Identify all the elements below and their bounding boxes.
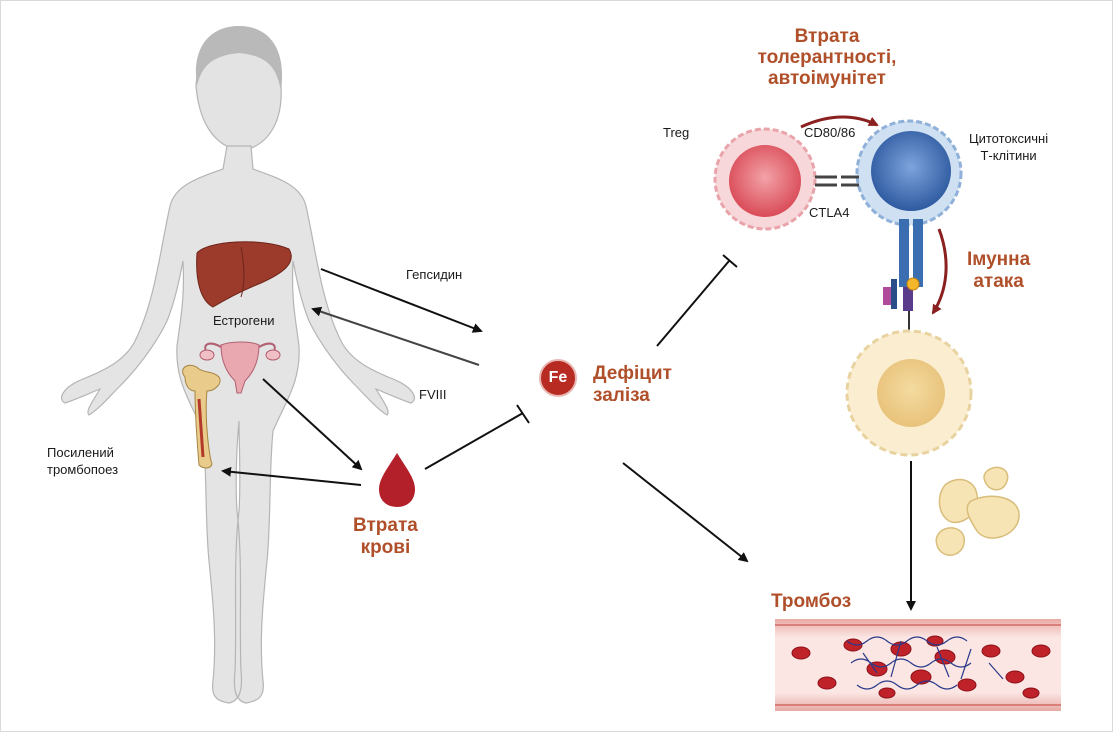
blood-to-bone-arrow [221,466,362,486]
ctla4-label: CTLA4 [809,205,850,220]
iron-icon: Fe [539,359,577,397]
estrogen-to-blood-arrow [262,378,363,471]
tolerance-loss-line-2: толерантності, [757,46,897,68]
estrogens-label: Естрогени [213,313,275,328]
fibrin-mesh [846,636,1004,690]
immune-attack-arrow [931,228,948,315]
tolerance-loss-line-3: автоімунітет [768,67,886,89]
immune-attack-line-2: атака [973,270,1024,292]
target-cell [845,329,973,457]
blood-loss-line-1: Втрата [353,515,418,536]
tolerance-loss-heading: Втрата толерантності, автоімунітет [747,26,907,90]
thrombopoiesis-line-1: Посилений [47,445,114,460]
thrombopoiesis-label: Посилений тромбопоез [47,445,118,479]
iron-deficiency-heading: Дефіцит заліза [593,363,672,407]
treg-label: Treg [663,125,690,140]
cytotoxic-label: Цитотоксичні Т-клітини [969,131,1048,165]
human-figure [61,26,415,704]
immune-attack-heading: Імунна атака [967,249,1030,293]
blood-loss-heading: Втрата крові [353,515,418,559]
blood-to-iron-inhibit [424,412,524,470]
iron-to-thrombosis-arrow [622,462,749,563]
cytotoxic-cell [855,119,963,227]
hepcidin-arrow [320,268,483,333]
iron-deficiency-line-1: Дефіцит [593,363,672,384]
treg-cell [713,127,817,231]
thrombosis-heading: Тромбоз [771,591,852,612]
arrows-left [221,254,916,611]
iron-deficiency-line-2: заліза [593,384,650,406]
cytotoxic-line-1: Цитотоксичні [969,131,1049,146]
apoptotic-fragments-icon [935,466,1020,556]
inhibit-bar-2 [722,254,738,268]
iron-to-tolerance-inhibit [656,260,730,347]
fviii-arrow [311,306,480,366]
blood-vessel [775,619,1061,711]
inhibit-bar [516,404,530,424]
blood-loss-line-2: крові [360,536,411,558]
tcr-complex-icon [883,219,923,335]
hepcidin-label: Гепсидин [406,267,463,282]
thrombopoiesis-line-2: тромбопоез [47,461,119,477]
blood-drop-icon [379,453,415,507]
cytotoxic-line-2: Т-клітини [980,147,1037,163]
immune-attack-line-1: Імунна [967,249,1031,270]
cd80-arrow [800,115,879,129]
tolerance-loss-line-1: Втрата [794,26,860,47]
fviii-label: FVIII [419,387,447,402]
ctla4-receptor-icon [815,175,859,187]
cd80-label: CD80/86 [804,125,856,140]
